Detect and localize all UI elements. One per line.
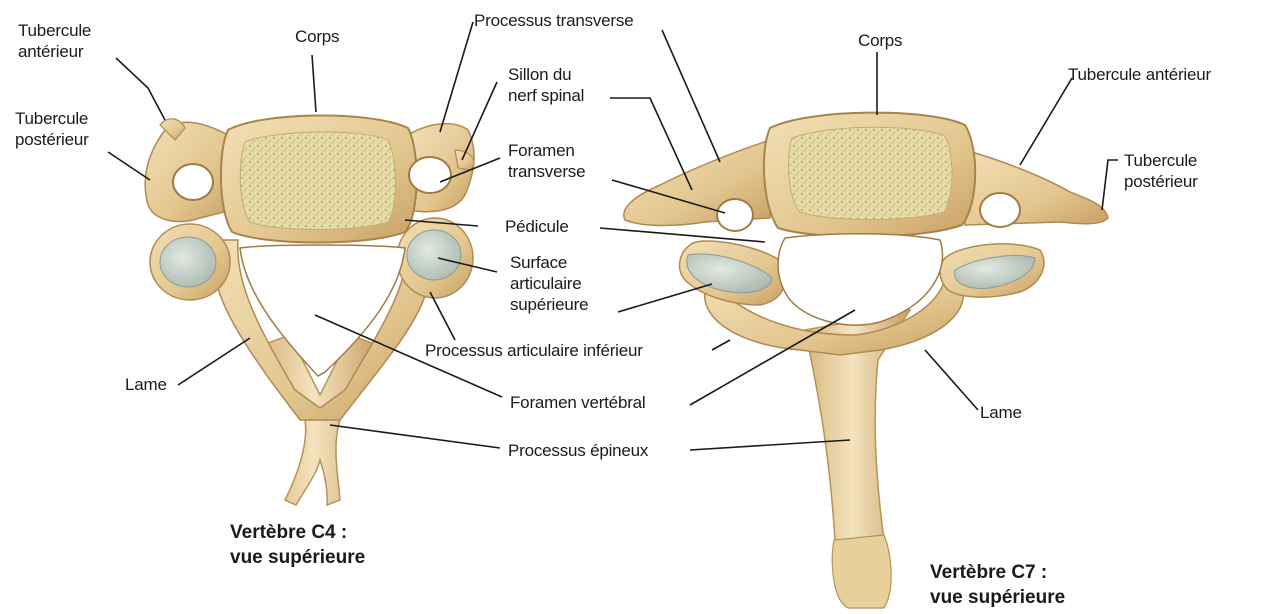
c4-body-spongy (240, 132, 395, 230)
label-c7-corps: Corps (858, 30, 902, 51)
label-surface-articulaire: Surface articulaire supérieure (510, 252, 588, 315)
c7-vertebra (624, 113, 1108, 608)
c7-right-foramen-transverse (980, 193, 1020, 227)
label-processus-transverse: Processus transverse (474, 10, 633, 31)
leader-c7-lame (925, 350, 978, 410)
leader-processus-transverse-c4 (440, 22, 473, 132)
leader-sillon-c4 (462, 82, 497, 160)
label-c7-lame: Lame (980, 402, 1022, 423)
c4-left-articular-surface (160, 237, 216, 287)
caption-c7: Vertèbre C7 : vue supérieure (930, 560, 1065, 610)
leader-processus-epineux-c4 (330, 425, 500, 448)
leader-c4-corps (312, 55, 316, 112)
label-processus-epineux: Processus épineux (508, 440, 648, 461)
leader-c7-tubercule-posterieur (1102, 160, 1118, 210)
c4-left-foramen-transverse (173, 164, 213, 200)
c7-vertebral-foramen (778, 234, 942, 325)
label-foramen-vertebral: Foramen vertébral (510, 392, 646, 413)
c4-right-articular-surface (407, 230, 461, 280)
c7-body-spongy (788, 127, 952, 219)
leader-pai-c4 (430, 292, 455, 340)
c7-left-foramen-transverse (717, 199, 753, 231)
leader-pai-c7 (712, 340, 730, 350)
leader-surface-c7 (618, 284, 712, 312)
label-processus-articulaire-inferieur: Processus articulaire inférieur (425, 340, 643, 361)
caption-c4: Vertèbre C4 : vue supérieure (230, 520, 365, 570)
label-sillon-nerf-spinal: Sillon du nerf spinal (508, 64, 584, 106)
label-foramen-transverse: Foramen transverse (508, 140, 585, 182)
leader-c4-tubercule-anterieur (116, 58, 165, 120)
leader-c4-lame (178, 338, 250, 385)
label-c4-corps: Corps (295, 26, 339, 47)
leader-c7-tubercule-anterieur (1020, 78, 1072, 165)
c7-spinous-tip (832, 535, 891, 608)
label-c7-tubercule-anterieur: Tubercule antérieur (1068, 64, 1211, 85)
label-c4-lame: Lame (125, 374, 167, 395)
leader-c4-tubercule-posterieur (108, 152, 150, 180)
label-c4-tubercule-posterieur: Tubercule postérieur (15, 108, 89, 150)
label-pedicule: Pédicule (505, 216, 569, 237)
c4-right-foramen-transverse (409, 157, 451, 193)
c4-vertebra (145, 115, 474, 505)
label-c4-tubercule-anterieur: Tubercule antérieur (18, 20, 91, 62)
label-c7-tubercule-posterieur: Tubercule postérieur (1124, 150, 1198, 192)
